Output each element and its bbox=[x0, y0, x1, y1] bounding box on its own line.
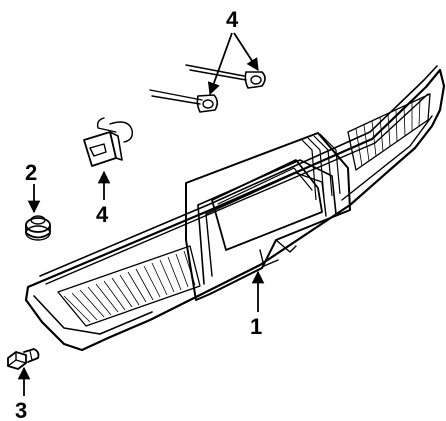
callout-2: 2 bbox=[25, 160, 37, 185]
callout-3: 3 bbox=[15, 398, 27, 421]
callout-1: 1 bbox=[250, 314, 262, 339]
wiring-connector-icon bbox=[83, 117, 134, 167]
bolt-icon bbox=[7, 348, 40, 370]
bulb-socket-icon bbox=[149, 64, 266, 113]
callout-4-top: 4 bbox=[226, 7, 239, 32]
tail-lamp-panel-icon bbox=[24, 65, 446, 352]
callout-4-mid: 4 bbox=[96, 202, 109, 227]
leader-lines bbox=[17, 32, 265, 396]
grommet-icon bbox=[25, 215, 51, 241]
